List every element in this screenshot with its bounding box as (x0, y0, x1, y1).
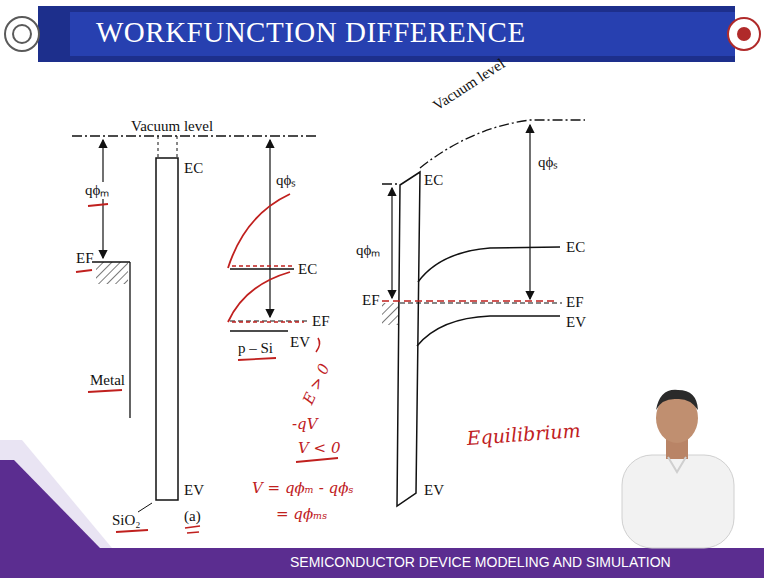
oxide-guide (177, 136, 178, 158)
vacuum-level (382, 120, 585, 184)
handwritten-fermi-line (382, 300, 556, 302)
symbol-label: qϕₛ (276, 172, 296, 189)
oxide-guide (158, 136, 159, 158)
region-label: SiO₂ (112, 512, 141, 529)
presenter-body (622, 455, 734, 548)
level-label: EV (290, 334, 310, 351)
handwritten-mark (316, 338, 320, 352)
oxide-bandgap (156, 158, 178, 500)
handwritten-band-bend (228, 194, 290, 268)
handwritten-mark (232, 321, 304, 322)
metal-hatch (382, 303, 399, 325)
axis-label: Vacuum level (130, 118, 214, 135)
handwritten-underline (76, 270, 92, 272)
institute-logo (13, 25, 31, 43)
conduction-band (418, 247, 560, 282)
conduction-band (230, 268, 294, 269)
handwritten-underline (116, 530, 148, 532)
level-label: EF (312, 313, 330, 330)
corner-decoration (0, 460, 100, 548)
title-banner (70, 12, 735, 56)
slide-title: WORKFUNCTION DIFFERENCE (96, 17, 526, 49)
footer-text: SEMICONDUCTOR DEVICE MODELING AND SIMULA… (290, 555, 671, 570)
level-label: EC (298, 261, 317, 278)
symbol-label: qϕₘ (84, 182, 110, 199)
handwritten-underline (296, 458, 338, 462)
metal-edge (129, 262, 130, 418)
corner-decoration (0, 440, 112, 548)
workfunction-arrow (269, 140, 270, 317)
region-label: p – Si (238, 340, 273, 357)
level-label: EV (184, 482, 204, 499)
vacuum-level (72, 135, 318, 136)
axis-label: Vacuum level (430, 55, 508, 114)
handwritten-note: V < 0 (298, 440, 340, 457)
fermi-level (92, 261, 130, 262)
region-label: Metal (90, 372, 125, 389)
metal-hatch (96, 262, 128, 284)
handwritten-note: -qV (292, 416, 318, 433)
handwritten-note: E > 0 (300, 361, 333, 407)
handwritten-note: = qϕₘₛ (276, 506, 327, 523)
level-label: EC (184, 160, 203, 177)
handwritten-mark (232, 265, 292, 266)
oxide-bandgap (397, 172, 420, 506)
symbol-label: qϕₘ (356, 242, 380, 259)
handwritten-note: V = qϕₘ - qϕₛ (252, 480, 353, 497)
footer-bar (0, 548, 764, 578)
program-logo (737, 27, 751, 41)
leader-line (138, 503, 152, 512)
level-label: EV (566, 314, 586, 331)
title-banner (38, 6, 735, 62)
fermi-level (400, 302, 562, 303)
handwritten-underline (88, 204, 108, 206)
level-label: EV (424, 482, 444, 499)
symbol-label: qϕₛ (538, 154, 558, 171)
handwritten-underline (238, 358, 276, 360)
fermi-level (230, 320, 308, 321)
presenter-hair (656, 390, 698, 410)
handwritten-band-bend (228, 272, 290, 322)
institute-logo (5, 17, 39, 51)
workfunction-arrow (102, 140, 103, 258)
valence-band (417, 316, 560, 346)
workfunction-arrow (391, 188, 392, 298)
valence-band (230, 330, 288, 331)
handwritten-underline (185, 526, 200, 533)
workfunction-arrow (529, 125, 530, 299)
level-label: EF (76, 250, 94, 267)
level-label: EC (566, 239, 585, 256)
figure-label: (a) (184, 508, 201, 525)
program-logo (728, 18, 760, 50)
level-label: EC (424, 172, 443, 189)
level-label: EF (566, 294, 584, 311)
level-label: EF (362, 292, 380, 309)
handwritten-underline (88, 390, 122, 392)
handwritten-note: Equilibrium (466, 420, 581, 449)
presenter-collar (668, 457, 686, 472)
